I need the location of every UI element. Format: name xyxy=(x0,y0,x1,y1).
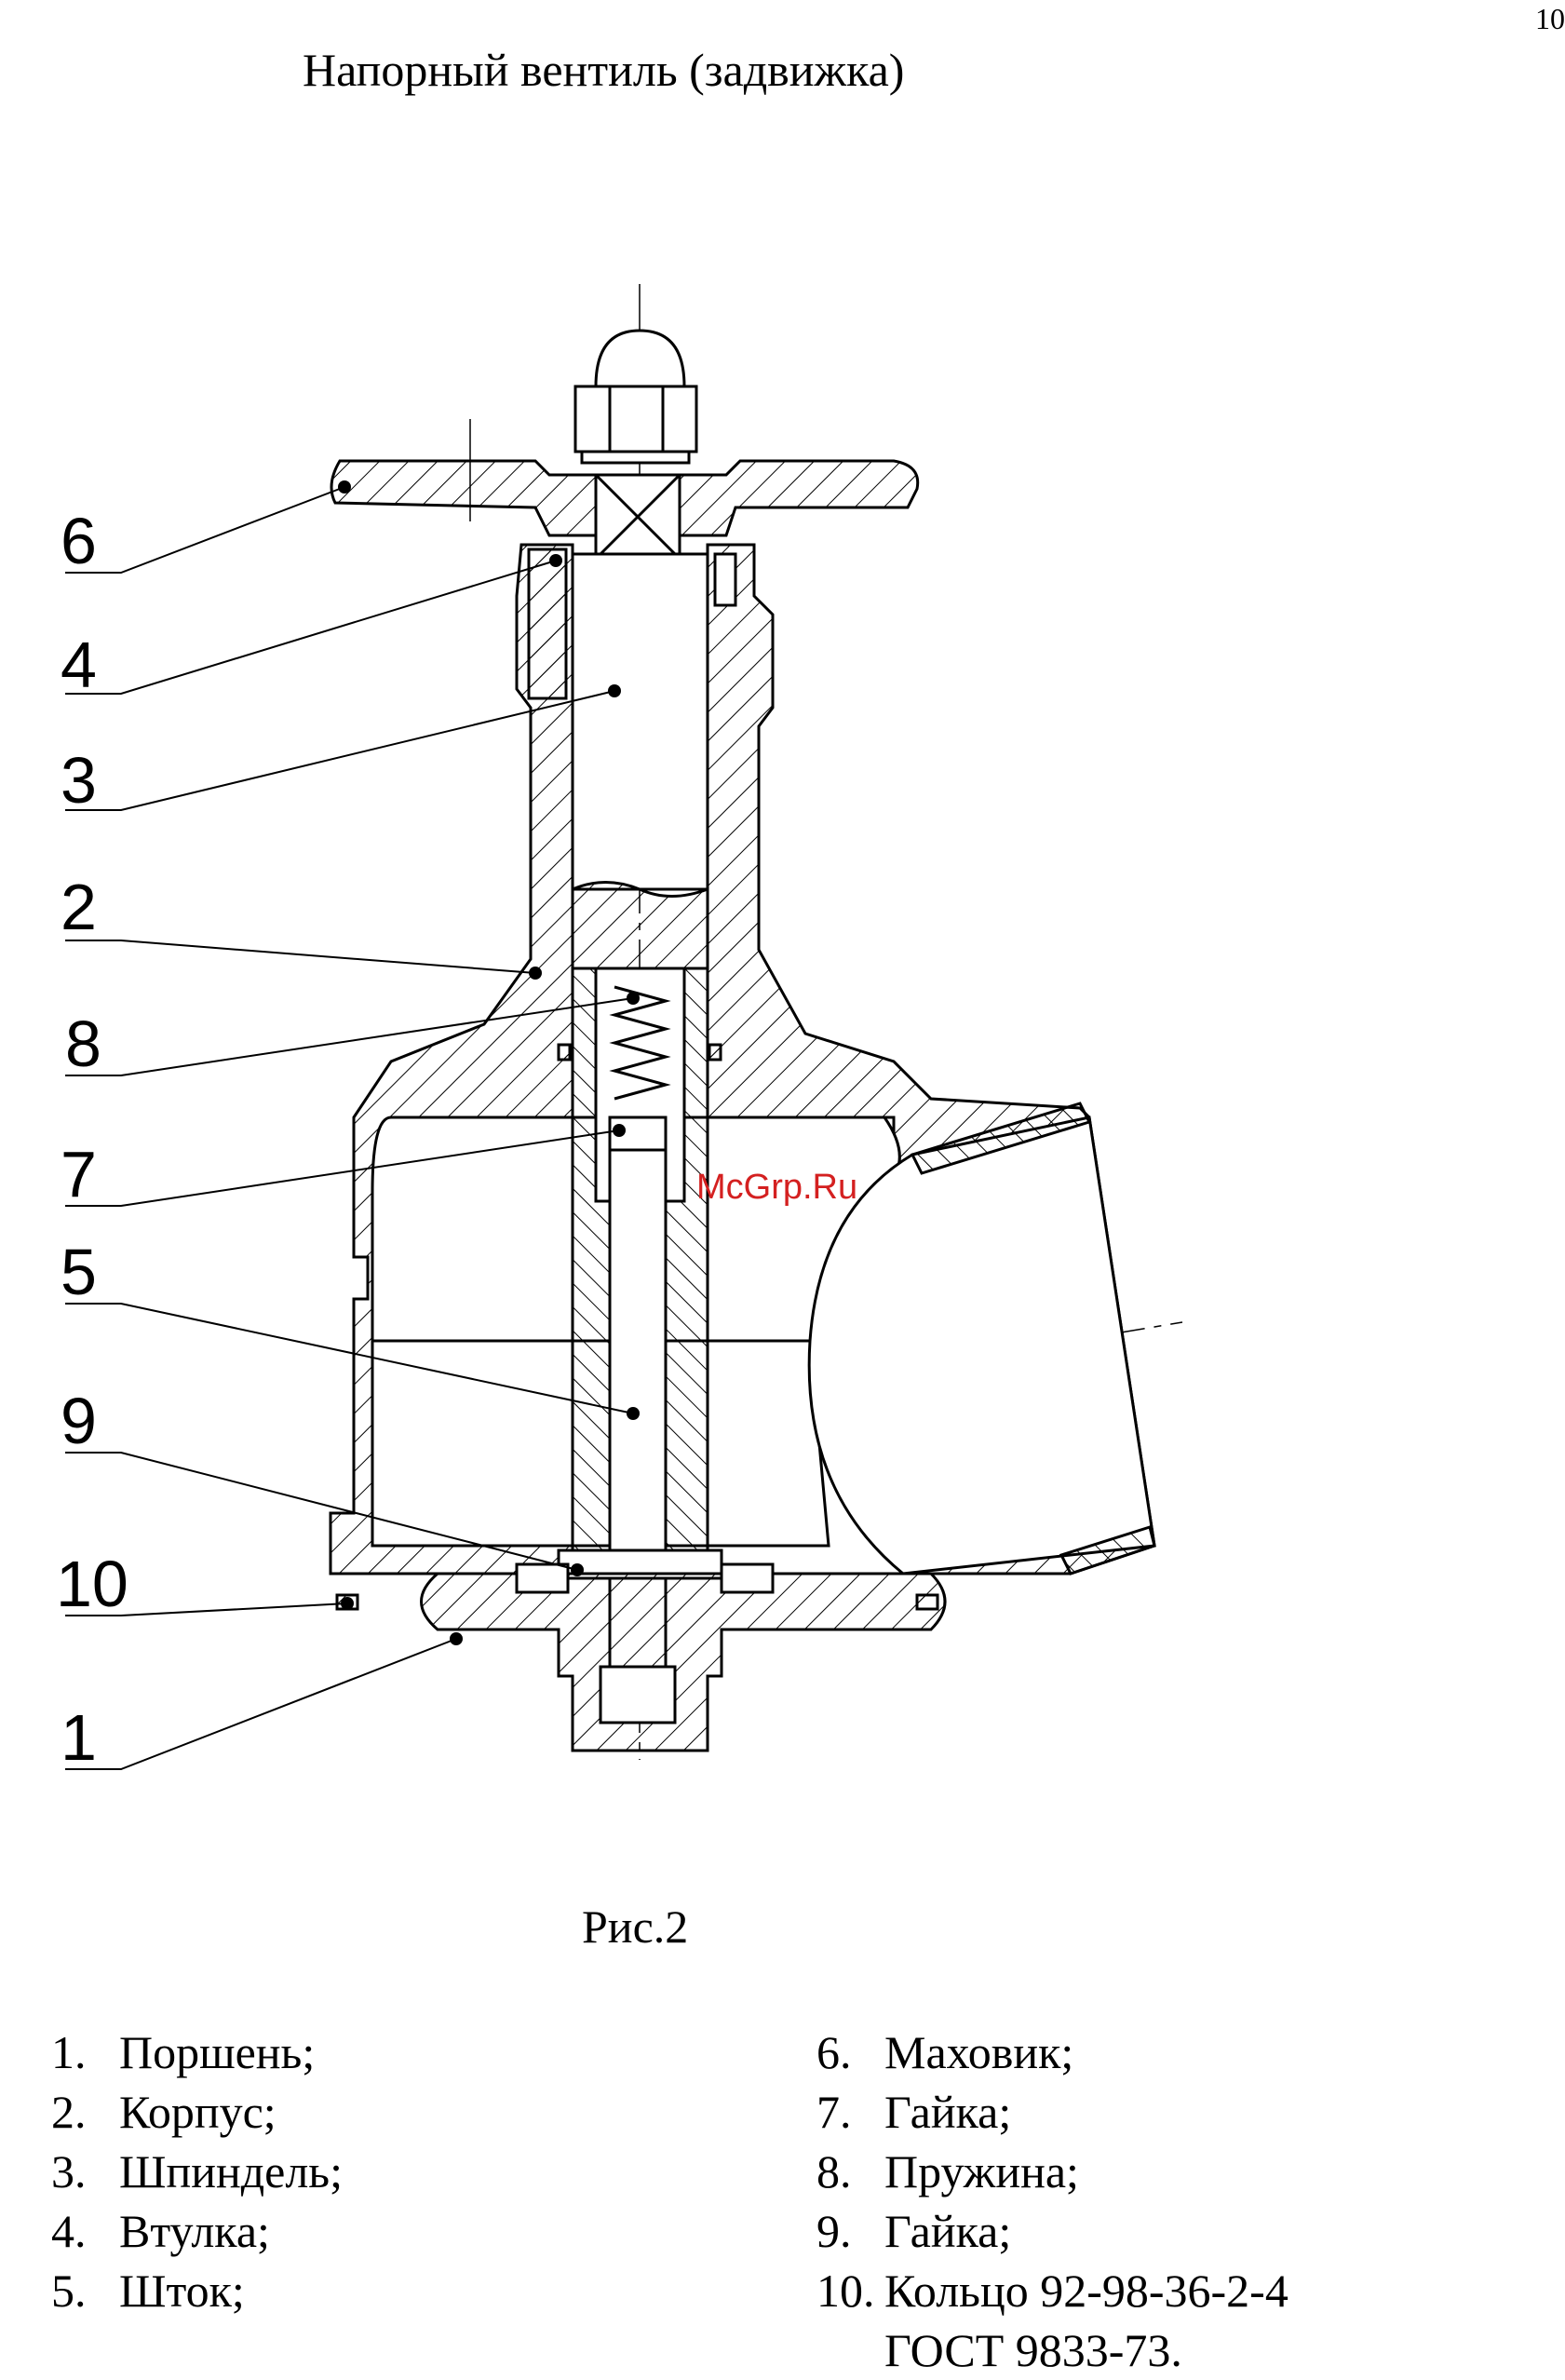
callout-3: 3 xyxy=(61,744,97,817)
legend-item: 3.Шпиндель; xyxy=(51,2142,343,2201)
legend-item: 10.Кольцо 92-98-36-2-4 xyxy=(816,2261,1288,2320)
piston xyxy=(422,1564,946,1751)
parts-legend-right: 6.Маховик; 7.Гайка; 8.Пружина; 9.Гайка; … xyxy=(816,2022,1288,2380)
top-nut xyxy=(575,331,696,463)
legend-item: 4.Втулка; xyxy=(51,2201,343,2261)
handwheel xyxy=(331,461,918,559)
legend-item-continuation: ГОСТ 9833-73. xyxy=(816,2320,1288,2380)
legend-item: 7.Гайка; xyxy=(816,2082,1288,2142)
callout-1: 1 xyxy=(61,1701,97,1774)
callout-4: 4 xyxy=(61,629,97,701)
legend-item: 9.Гайка; xyxy=(816,2201,1288,2261)
callout-10: 10 xyxy=(56,1548,128,1620)
callout-6: 6 xyxy=(61,505,97,577)
callout-8: 8 xyxy=(65,1007,101,1080)
legend-item: 5.Шток; xyxy=(51,2261,343,2320)
legend-item: 6.Маховик; xyxy=(816,2022,1288,2082)
legend-item: 8.Пружина; xyxy=(816,2142,1288,2201)
parts-legend-left: 1.Поршень; 2.Корпус; 3.Шпиндель; 4.Втулк… xyxy=(51,2022,343,2320)
legend-item: 1.Поршень; xyxy=(51,2022,343,2082)
figure-caption: Рис.2 xyxy=(582,1900,688,1954)
callout-2: 2 xyxy=(61,871,97,943)
callout-labels: 6 4 3 2 8 7 5 9 10 1 xyxy=(56,505,128,1774)
callout-9: 9 xyxy=(61,1385,97,1457)
spindle-and-stem xyxy=(559,554,722,1671)
callout-5: 5 xyxy=(61,1236,97,1308)
callout-7: 7 xyxy=(61,1138,97,1210)
legend-item: 2.Корпус; xyxy=(51,2082,343,2142)
valve-body xyxy=(331,545,1154,1574)
watermark: McGrp.Ru xyxy=(696,1168,857,1207)
